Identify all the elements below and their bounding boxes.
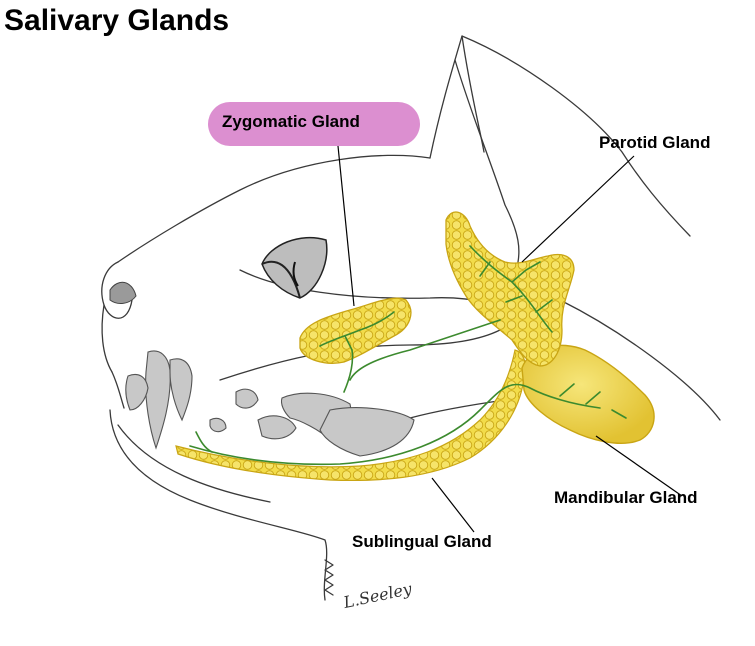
zygomatic-highlight-pill (208, 102, 420, 146)
label-sublingual-gland: Sublingual Gland (352, 532, 492, 551)
nose-shading (109, 281, 137, 304)
teeth (125, 350, 415, 457)
leader-lines (337, 145, 683, 533)
page-title: Salivary Glands (4, 4, 230, 37)
zygomatic-gland (299, 297, 412, 364)
mandibular-gland (521, 344, 655, 444)
label-parotid-gland: Parotid Gland (599, 133, 711, 152)
eye (261, 236, 328, 299)
ducts (189, 245, 627, 466)
parotid-gland (445, 211, 575, 367)
label-zygomatic-gland: Zygomatic Gland (222, 112, 360, 131)
label-mandibular-gland: Mandibular Gland (554, 488, 698, 507)
